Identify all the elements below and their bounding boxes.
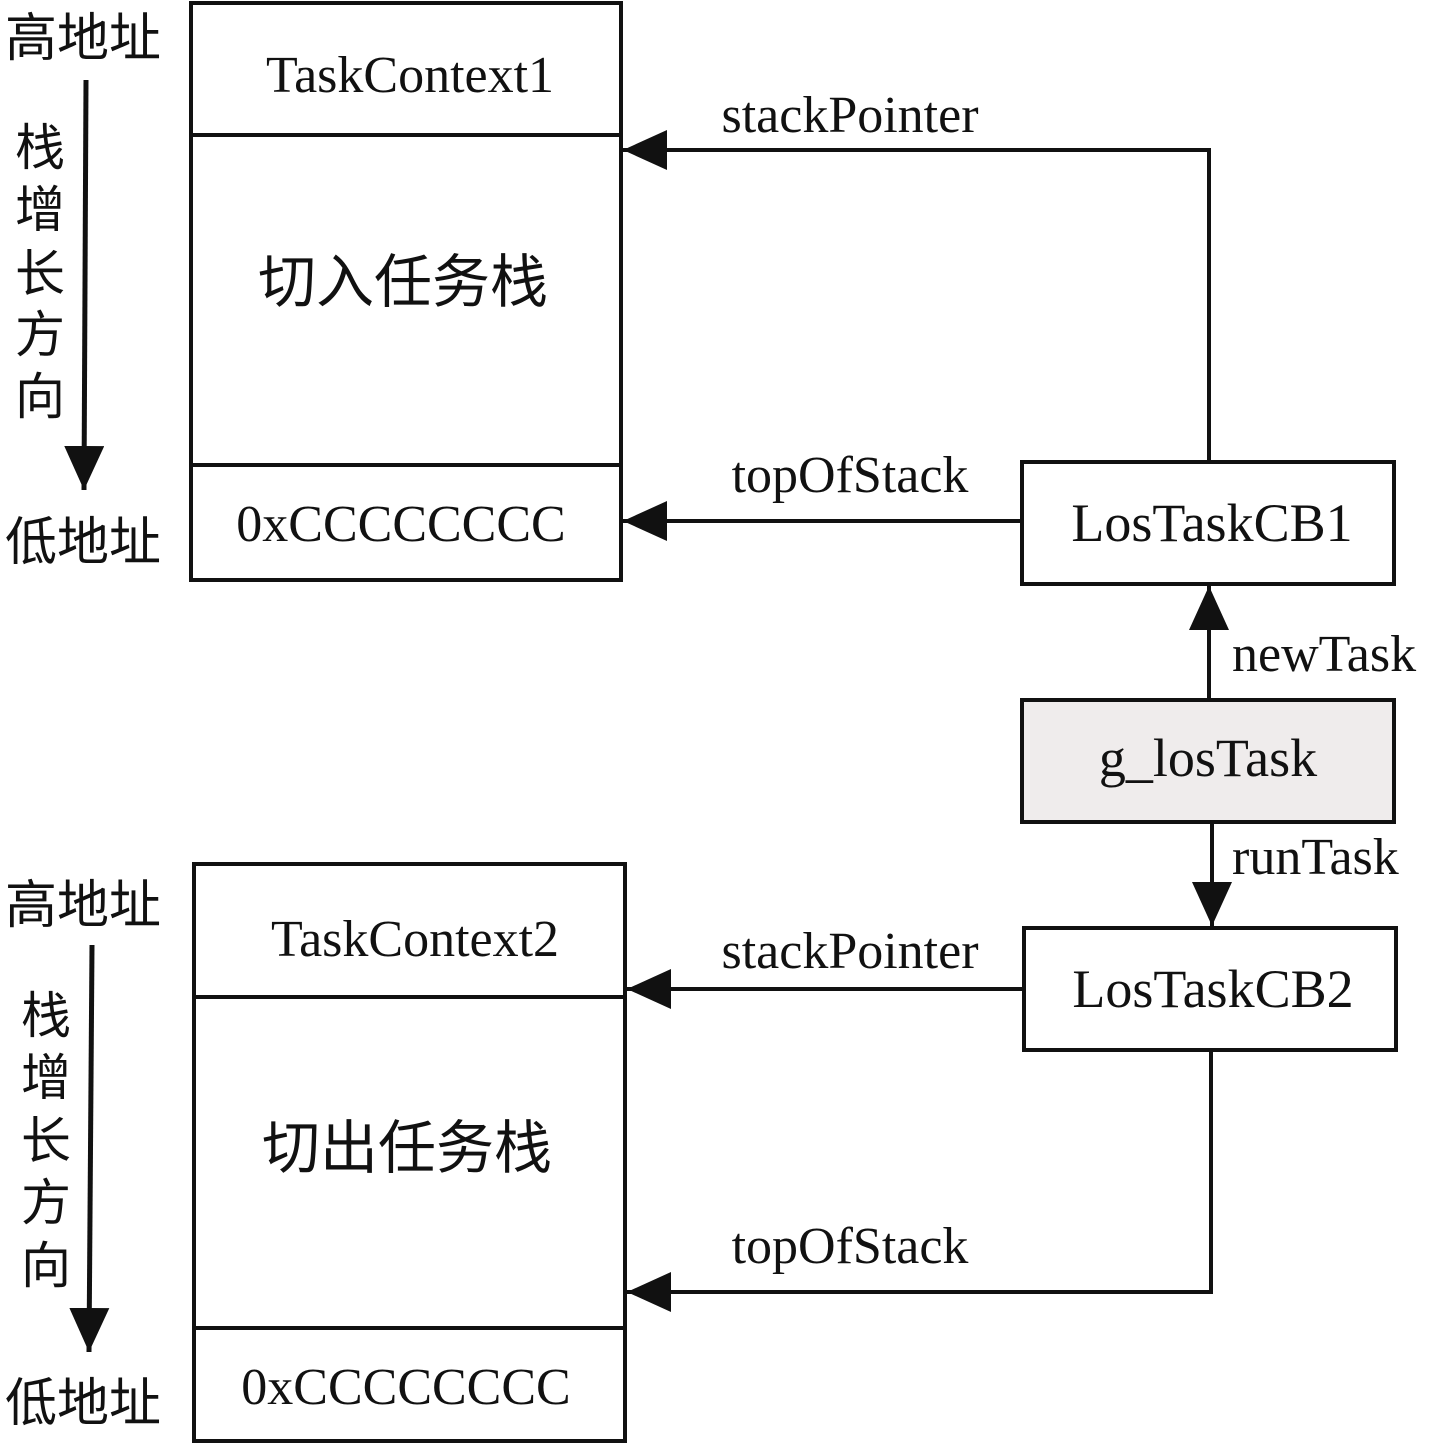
edge-tcb2-top-of-stack-label: topOfStack — [732, 1218, 969, 1275]
stack2-bottom-value: 0xCCCCCCCC — [241, 1359, 570, 1416]
stack1-group: TaskContext1 切入任务栈 0xCCCCCCCC 高地址 低地址 栈 … — [5, 1, 623, 582]
stack2-growth-direction: 栈 增 长 方 向 — [21, 987, 71, 1295]
edge-tcb2-stack-pointer: stackPointer — [627, 923, 1024, 1009]
stack1-growth-arrow — [64, 79, 105, 491]
stack2-growth-char: 长 — [21, 1112, 71, 1170]
stack2-growth-char: 栈 — [21, 987, 71, 1045]
stack1-context-label: TaskContext1 — [266, 47, 554, 104]
stack2-group: TaskContext2 切出任务栈 0xCCCCCCCC 高地址 低地址 栈 … — [5, 862, 627, 1443]
stack1-growth-char: 长 — [15, 245, 65, 303]
stack1-low-address: 低地址 — [5, 513, 161, 573]
stack2-context-label: TaskContext2 — [271, 911, 559, 968]
stack2-high-address: 高地址 — [5, 876, 161, 936]
stack1-growth-direction: 栈 增 长 方 向 — [15, 119, 65, 426]
stack1-growth-char: 方 — [15, 306, 65, 364]
edge-run-task: runTask — [1192, 822, 1399, 926]
stack1-growth-char: 向 — [15, 368, 65, 426]
edge-tcb2-top-of-stack: topOfStack — [627, 1050, 1213, 1312]
tcb2-node: LosTaskCB2 — [1022, 926, 1398, 1052]
tcb2-label: LosTaskCB2 — [1072, 959, 1353, 1019]
edge-tcb2-top-of-stack-line — [627, 1050, 1213, 1312]
edge-tcb1-top-of-stack-label: topOfStack — [732, 447, 969, 504]
edge-tcb1-stack-pointer: stackPointer — [623, 87, 1211, 462]
global-task-node: g_losTask — [1020, 698, 1396, 824]
tcb1-node: LosTaskCB1 — [1020, 460, 1396, 586]
edge-tcb1-stack-pointer-label: stackPointer — [721, 87, 978, 144]
edge-new-task: newTask — [1189, 586, 1416, 700]
stack2-growth-arrow — [69, 944, 110, 1353]
global-task-box — [1020, 698, 1396, 824]
edge-tcb1-top-of-stack: topOfStack — [623, 447, 1022, 541]
stack1-growth-char: 栈 — [15, 119, 65, 177]
stack2-low-address: 低地址 — [5, 1374, 161, 1434]
edge-tcb2-stack-pointer-label: stackPointer — [721, 923, 978, 980]
stack2-outline — [192, 862, 627, 1443]
stack2-stack-label: 切出任务栈 — [262, 1114, 552, 1182]
global-task-label: g_losTask — [1099, 728, 1317, 788]
stack1-stack-label: 切入任务栈 — [258, 248, 548, 316]
stack2-growth-char: 增 — [21, 1049, 71, 1107]
stack1-high-address: 高地址 — [5, 9, 161, 69]
stack2-growth-char: 向 — [21, 1237, 71, 1295]
stack1-bottom-value: 0xCCCCCCCC — [236, 496, 565, 553]
tcb1-label: LosTaskCB1 — [1071, 493, 1352, 553]
edge-new-task-label: newTask — [1232, 626, 1416, 683]
edge-tcb1-stack-pointer-line — [623, 130, 1211, 462]
edge-run-task-label: runTask — [1232, 829, 1399, 886]
stack2-growth-char: 方 — [21, 1174, 71, 1232]
stack1-growth-char: 增 — [15, 181, 65, 239]
stack1-outline — [189, 1, 623, 582]
